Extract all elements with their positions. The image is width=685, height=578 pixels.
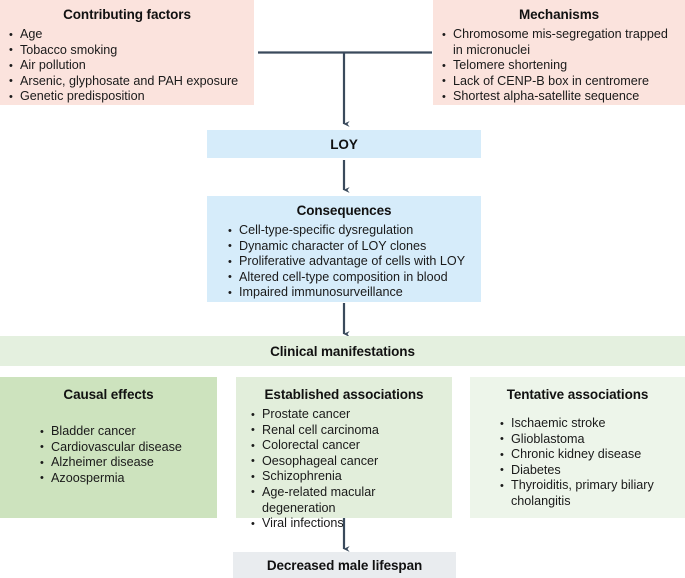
consequences-list: Cell-type-specific dysregulation Dynamic… xyxy=(219,223,469,302)
established-associations-list: Prostate cancer Renal cell carcinoma Col… xyxy=(244,407,444,532)
list-item: Tobacco smoking xyxy=(8,42,246,58)
loy-box: LOY xyxy=(207,130,481,158)
list-item: Azoospermia xyxy=(39,470,209,486)
list-item: Altered cell-type composition in blood xyxy=(227,269,469,285)
list-item: Telomere shortening xyxy=(441,58,677,74)
list-item: Alzheimer disease xyxy=(39,455,209,471)
tentative-associations-box: Tentative associations Ischaemic stroke … xyxy=(470,377,685,518)
loy-title: LOY xyxy=(330,136,358,152)
list-item: Proliferative advantage of cells with LO… xyxy=(227,254,469,270)
tentative-associations-title: Tentative associations xyxy=(506,387,649,402)
clinical-manifestations-title: Clinical manifestations xyxy=(270,343,415,359)
list-item: Viral infections xyxy=(250,516,444,532)
list-item: Cardiovascular disease xyxy=(39,439,209,455)
list-item: Prostate cancer xyxy=(250,407,444,423)
top-junction-connector xyxy=(258,51,432,127)
list-item: Ischaemic stroke xyxy=(499,416,677,432)
outcome-title: Decreased male lifespan xyxy=(266,557,423,573)
list-item: Shortest alpha-satellite sequence xyxy=(441,89,677,105)
list-item: Chronic kidney disease xyxy=(499,447,677,463)
causal-effects-list: Bladder cancer Cardiovascular disease Al… xyxy=(8,424,209,487)
contributing-factors-box: Contributing factors Age Tobacco smoking… xyxy=(0,0,254,105)
mechanisms-title: Mechanisms xyxy=(518,7,600,22)
clinical-manifestations-banner: Clinical manifestations xyxy=(0,336,685,366)
established-associations-title: Established associations xyxy=(264,387,424,402)
list-item: Glioblastoma xyxy=(499,431,677,447)
list-item: Bladder cancer xyxy=(39,424,209,440)
list-item: Colorectal cancer xyxy=(250,438,444,454)
list-item: Diabetes xyxy=(499,462,677,478)
list-item: Schizophrenia xyxy=(250,469,444,485)
list-item: Dynamic character of LOY clones xyxy=(227,238,469,254)
list-item: Chromosome mis-segregation trapped in mi… xyxy=(441,26,677,58)
contributing-factors-list: Age Tobacco smoking Air pollution Arseni… xyxy=(8,27,246,106)
tentative-associations-list: Ischaemic stroke Glioblastoma Chronic ki… xyxy=(478,416,677,510)
established-associations-box: Established associations Prostate cancer… xyxy=(236,377,452,532)
consequences-box: Consequences Cell-type-specific dysregul… xyxy=(207,196,481,302)
list-item: Cell-type-specific dysregulation xyxy=(227,223,469,239)
list-item: Genetic predisposition xyxy=(8,89,246,105)
list-item: Lack of CENP-B box in centromere xyxy=(441,73,677,89)
causal-effects-box: Causal effects Bladder cancer Cardiovasc… xyxy=(0,377,217,518)
list-item: Air pollution xyxy=(8,58,246,74)
consequences-title: Consequences xyxy=(296,203,392,218)
mechanisms-box: Mechanisms Chromosome mis-segregation tr… xyxy=(433,0,685,105)
contributing-factors-title: Contributing factors xyxy=(63,7,191,22)
list-item: Renal cell carcinoma xyxy=(250,422,444,438)
mechanisms-list: Chromosome mis-segregation trapped in mi… xyxy=(441,26,677,105)
list-item: Thyroiditis, primary biliary cholangitis xyxy=(499,478,677,509)
list-item: Impaired immunosurveillance xyxy=(227,285,469,301)
list-item: Arsenic, glyphosate and PAH exposure xyxy=(8,73,246,89)
outcome-box: Decreased male lifespan xyxy=(233,552,456,578)
list-item: Age-related macular degeneration xyxy=(250,484,444,516)
list-item: Age xyxy=(8,27,246,43)
causal-effects-title: Causal effects xyxy=(63,387,154,402)
list-item: Oesophageal cancer xyxy=(250,453,444,469)
